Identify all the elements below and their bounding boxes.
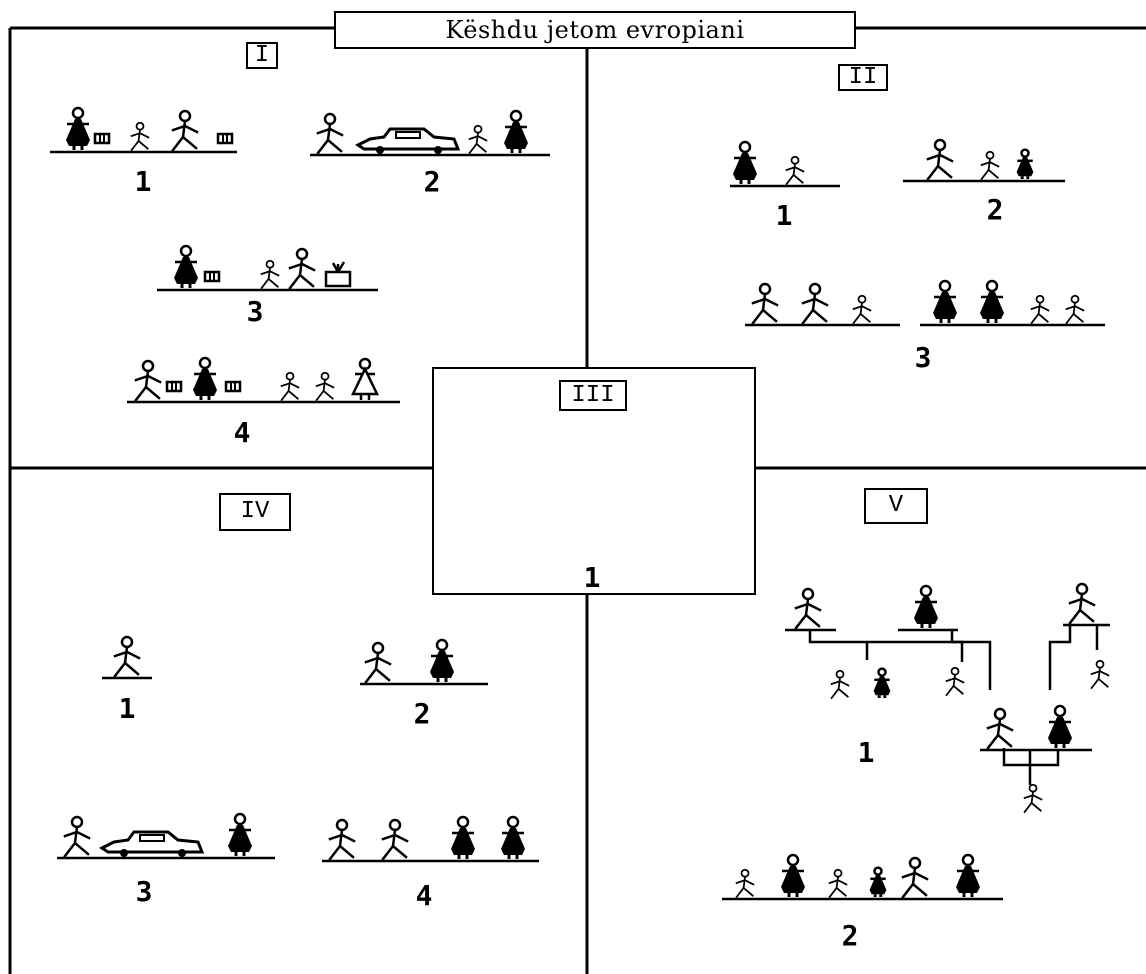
woman-figure-2 [66, 106, 90, 150]
woman-figure-78 [873, 667, 891, 698]
man-figure-35 [801, 282, 829, 325]
section-label-II: II [838, 64, 888, 91]
man-figure-5 [171, 109, 199, 152]
man-figure-62 [381, 818, 409, 861]
man-figure-89 [735, 868, 755, 899]
section-I-number-3: 3 [246, 295, 264, 328]
man-figure-79 [945, 666, 965, 697]
bag-icon-22 [224, 380, 242, 393]
man-figure-61 [328, 818, 356, 861]
section-IV-number-1: 1 [118, 692, 136, 725]
lineage-line-74 [952, 640, 992, 690]
section-III-number-1: 1 [583, 561, 601, 594]
man-figure-16 [288, 247, 316, 290]
woman-figure-59 [228, 812, 252, 856]
bag-icon-20 [165, 380, 183, 393]
bag-icon-14 [203, 270, 221, 283]
lineage-line-85 [1030, 750, 1060, 767]
man-figure-15 [260, 259, 280, 290]
man-figure-66 [794, 587, 822, 630]
man-figure-57 [63, 815, 91, 858]
woman-figure-11 [504, 109, 528, 153]
woman-figure-13 [174, 244, 198, 288]
woman-figure-90 [781, 853, 805, 897]
man-figure-23 [280, 371, 300, 402]
man-figure-54 [364, 641, 392, 684]
man-figure-24 [315, 371, 335, 402]
section-label-IV: IV [219, 493, 291, 531]
man-figure-34 [751, 282, 779, 325]
triangle-figure-25 [351, 357, 379, 400]
section-II-number-1: 1 [775, 199, 793, 232]
man-figure-87 [1023, 783, 1043, 814]
bag-icon-6 [216, 132, 234, 145]
man-figure-4 [130, 121, 150, 152]
lineage-line-73 [952, 640, 964, 662]
section-I-number-1: 1 [134, 165, 152, 198]
man-figure-82 [986, 707, 1014, 750]
lineage-line-84 [1002, 748, 1032, 767]
bag-icon-3 [93, 132, 111, 145]
man-figure-10 [468, 124, 488, 155]
section-IV-number-3: 3 [135, 875, 153, 908]
woman-figure-32 [1016, 148, 1034, 179]
woman-figure-83 [1048, 704, 1072, 748]
lineage-line-71 [808, 630, 954, 644]
woman-figure-38 [933, 279, 957, 323]
woman-figure-94 [956, 853, 980, 897]
woman-figure-21 [193, 356, 217, 400]
section-IV-number-2: 2 [413, 697, 431, 730]
man-figure-8 [316, 112, 344, 155]
section-label-V: V [864, 488, 928, 524]
lineage-line-75 [1048, 625, 1072, 690]
man-figure-31 [980, 150, 1000, 181]
section-II-number-3: 3 [914, 341, 932, 374]
section-V-number-1: 1 [857, 736, 875, 769]
diagram-title: Këshdu jetom evropiani [334, 11, 856, 49]
man-figure-19 [134, 359, 162, 402]
cart-icon-17 [324, 261, 352, 288]
man-figure-80 [1090, 659, 1110, 690]
woman-figure-63 [451, 815, 475, 859]
woman-figure-64 [501, 815, 525, 859]
woman-figure-55 [430, 638, 454, 682]
section-label-I: I [246, 42, 278, 69]
man-figure-52 [113, 635, 141, 678]
man-figure-77 [830, 669, 850, 700]
man-figure-93 [901, 856, 929, 899]
section-V-number-2: 2 [841, 919, 859, 952]
man-figure-28 [785, 155, 805, 186]
woman-figure-39 [980, 279, 1004, 323]
woman-figure-68 [914, 584, 938, 628]
man-figure-41 [1065, 294, 1085, 325]
section-IV-number-4: 4 [415, 879, 433, 912]
man-figure-30 [926, 138, 954, 181]
woman-figure-92 [869, 866, 887, 897]
man-figure-70 [1068, 582, 1096, 625]
section-I-number-2: 2 [423, 165, 441, 198]
man-figure-91 [828, 868, 848, 899]
section-II-number-2: 2 [986, 193, 1004, 226]
man-figure-40 [1030, 294, 1050, 325]
woman-figure-27 [733, 140, 757, 184]
section-label-III: III [559, 380, 627, 411]
man-figure-36 [852, 294, 872, 325]
section-I-number-4: 4 [233, 416, 251, 449]
car-icon-58 [99, 830, 205, 857]
car-icon-9 [355, 127, 461, 154]
